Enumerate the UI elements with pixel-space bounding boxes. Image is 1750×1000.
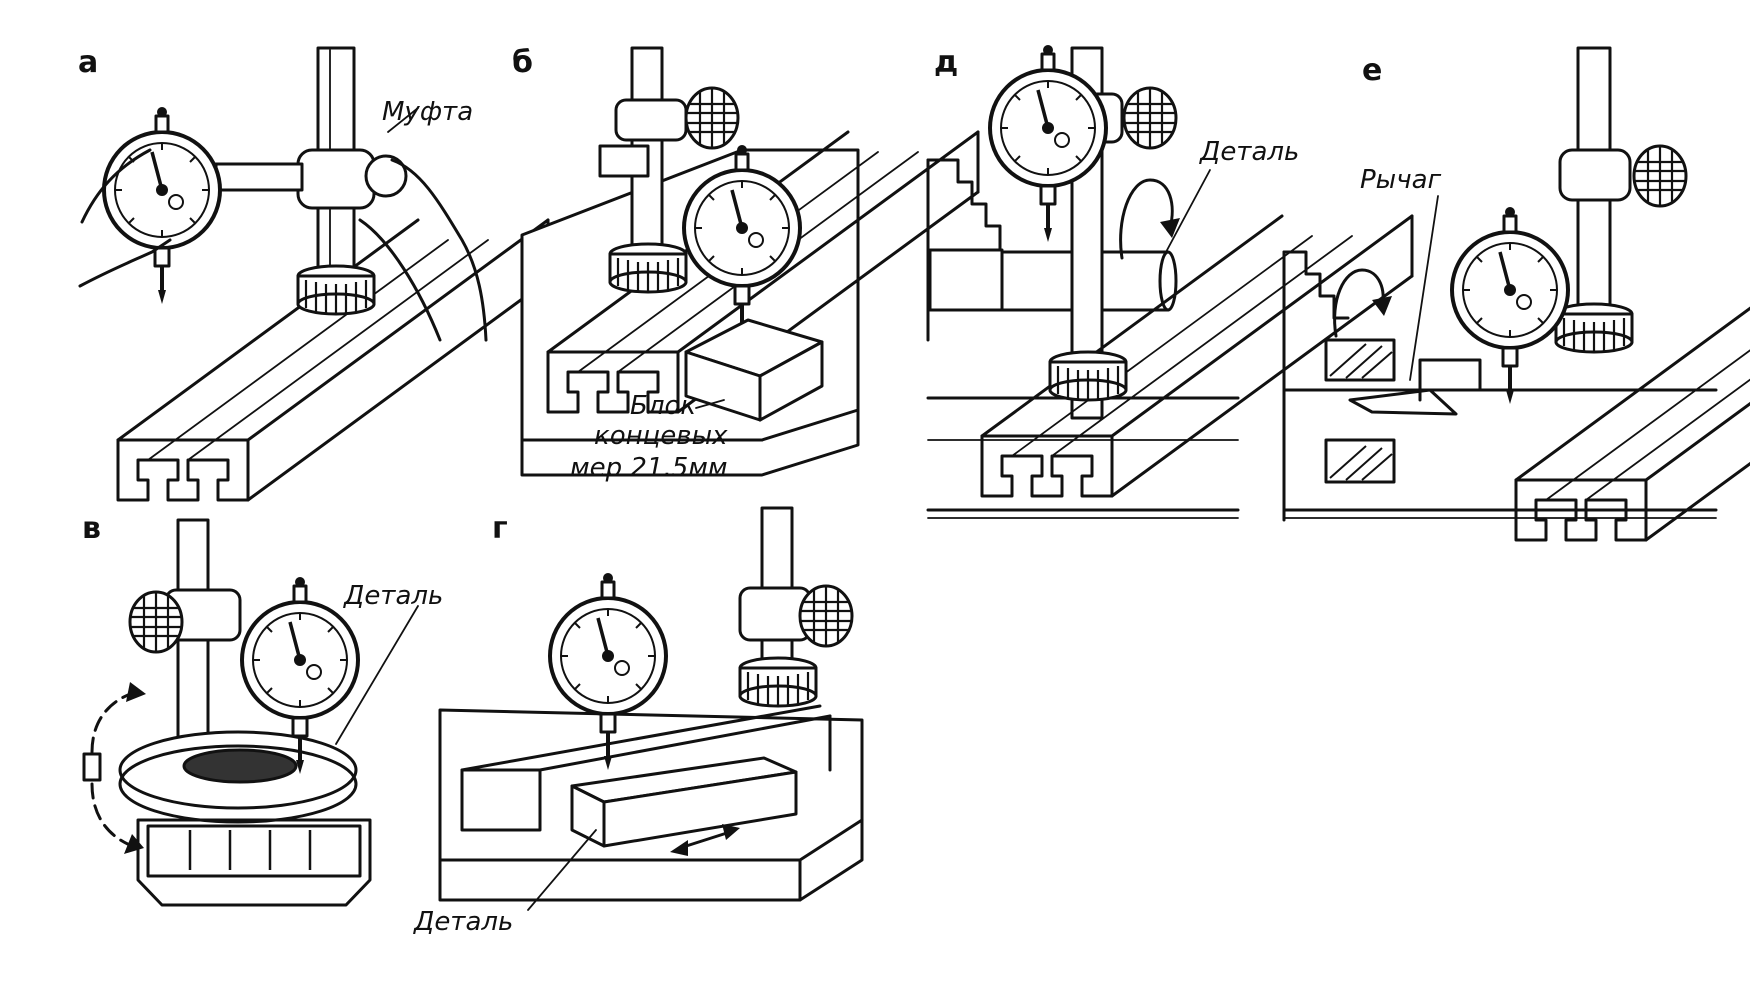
panel-letter-g: г: [492, 511, 508, 546]
base-nut-icon: [608, 242, 688, 294]
panel-letter-b: б: [512, 45, 533, 80]
knurled-knob-icon: [798, 584, 854, 648]
panel-v: в Деталь: [82, 511, 443, 907]
base-nut-icon: [738, 656, 818, 708]
knurled-knob-icon: [684, 86, 740, 150]
callout-workpiece-d: Деталь: [1199, 137, 1299, 167]
base-nut-icon: [296, 264, 376, 316]
panel-a: а Муфта: [78, 45, 550, 502]
workpiece: [570, 756, 798, 848]
knurled-knob-icon: [1632, 144, 1688, 208]
panel-b: б Блок концевых мер 21.5мм: [512, 45, 980, 483]
panel-letter-e: е: [1362, 53, 1382, 88]
coupling: [296, 148, 376, 210]
base-nut-icon: [1554, 302, 1634, 354]
lever-arm: [1348, 388, 1458, 416]
lathe-headstock: [926, 158, 1002, 252]
callout-block-line3: мер 21.5мм: [570, 453, 728, 483]
gauge-block: [684, 318, 824, 422]
left-hand: [78, 238, 172, 288]
rotation-arrow-icon: [82, 682, 146, 854]
double-arrow-icon: [670, 824, 740, 856]
workpiece: [1324, 338, 1396, 484]
panel-letter-d: д: [934, 45, 958, 80]
panel-letter-v: в: [82, 511, 101, 546]
callout-block-line2: концевых: [594, 421, 728, 451]
rotation-arrow-icon: [1119, 178, 1174, 260]
panel-g: г: [413, 506, 864, 937]
callout-coupling: Муфта: [382, 97, 473, 127]
rotation-arrow-icon: [1333, 268, 1385, 338]
callout-block-line1: Блок: [630, 391, 696, 421]
panel-d: д Деталь: [926, 43, 1414, 519]
panel-letter-a: а: [78, 45, 98, 80]
dial-indicator-icon: [1450, 205, 1570, 406]
t-slot-rail: [460, 704, 832, 832]
panel-e: е: [1282, 46, 1750, 542]
callout-workpiece-v: Деталь: [343, 581, 443, 611]
callout-workpiece-g: Деталь: [413, 907, 513, 937]
knurled-knob-icon: [1122, 86, 1178, 150]
base-nut-icon: [1048, 350, 1128, 402]
knurled-knob-icon: [128, 590, 184, 654]
workpiece: [118, 730, 358, 824]
right-hand: [390, 158, 488, 342]
dial-indicator-icon: [102, 105, 222, 306]
callout-lever: Рычаг: [1360, 165, 1442, 195]
